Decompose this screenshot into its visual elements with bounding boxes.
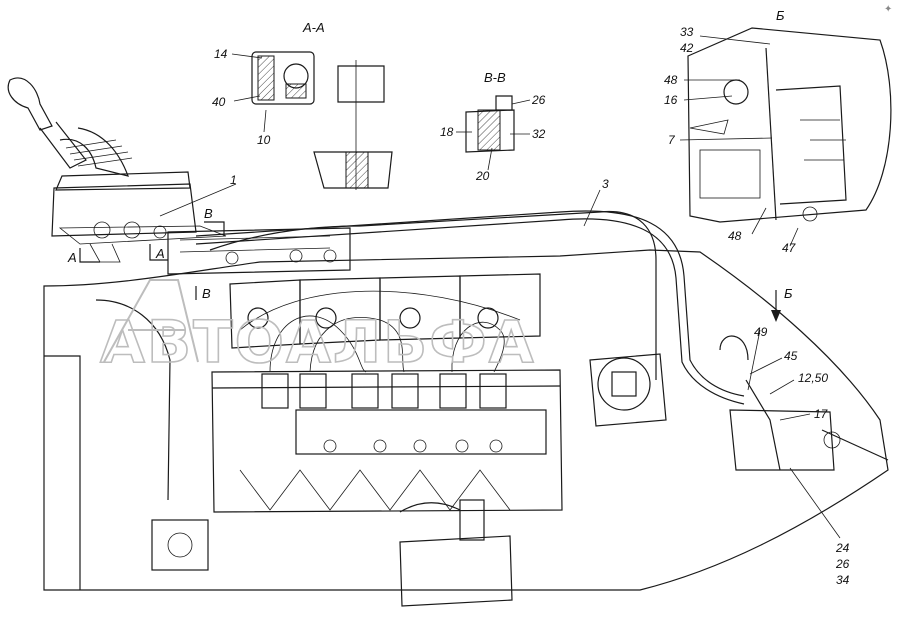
callout-24: 24 [835, 541, 850, 555]
callout-16: 16 [664, 93, 678, 107]
callout-18: 18 [440, 125, 454, 139]
engine-block [43, 210, 889, 607]
callout-14: 14 [214, 47, 228, 61]
corner-mark-icon: ✦ [884, 4, 892, 15]
cut-plane-b: В В [195, 206, 225, 301]
control-tube [195, 210, 745, 397]
cut-a-right-label: А [155, 246, 165, 261]
section-label-vv: В-В [484, 70, 506, 85]
callout-26-b: 26 [835, 557, 850, 571]
callout-45: 45 [784, 349, 798, 363]
callout-17: 17 [814, 407, 829, 421]
callout-20: 20 [475, 169, 490, 183]
control-tube-inner [195, 218, 745, 405]
leader-lines [159, 35, 841, 539]
watermark-text: АВТОАЛЬФА [100, 308, 536, 376]
callout-34: 34 [836, 573, 850, 587]
section-aa-detail [251, 51, 393, 190]
callout-47: 47 [782, 241, 797, 255]
view-b-arrow: Б [771, 286, 793, 322]
callout-42: 42 [680, 41, 694, 55]
view-b-detail [687, 27, 892, 223]
callout-33: 33 [680, 25, 694, 39]
head-covers [229, 273, 541, 349]
cut-plane-a: А А [67, 244, 168, 265]
callout-26: 26 [531, 93, 546, 107]
watermark-logo-icon [103, 279, 199, 363]
cut-b-top-label: В [204, 206, 213, 221]
cut-b-bottom-label: В [202, 286, 211, 301]
callout-7: 7 [668, 133, 676, 147]
callout-12-50: 12,50 [798, 371, 828, 385]
cut-a-left-label: А [67, 250, 77, 265]
callout-49: 49 [754, 325, 768, 339]
section-vv-detail [465, 95, 515, 153]
callout-1: 1 [230, 173, 237, 187]
callout-48-top: 48 [664, 73, 678, 87]
callout-48-bottom: 48 [728, 229, 742, 243]
callout-3: 3 [602, 177, 609, 191]
view-b-arrow-label: Б [784, 286, 793, 301]
callouts: 14 40 10 26 18 32 20 33 42 48 16 7 48 47… [212, 25, 850, 587]
section-label-aa: А-А [302, 20, 325, 35]
callout-10: 10 [257, 133, 271, 147]
section-label-b: Б [776, 8, 785, 23]
callout-40: 40 [212, 95, 226, 109]
gear-shift-lever [7, 77, 227, 263]
callout-32: 32 [532, 127, 546, 141]
